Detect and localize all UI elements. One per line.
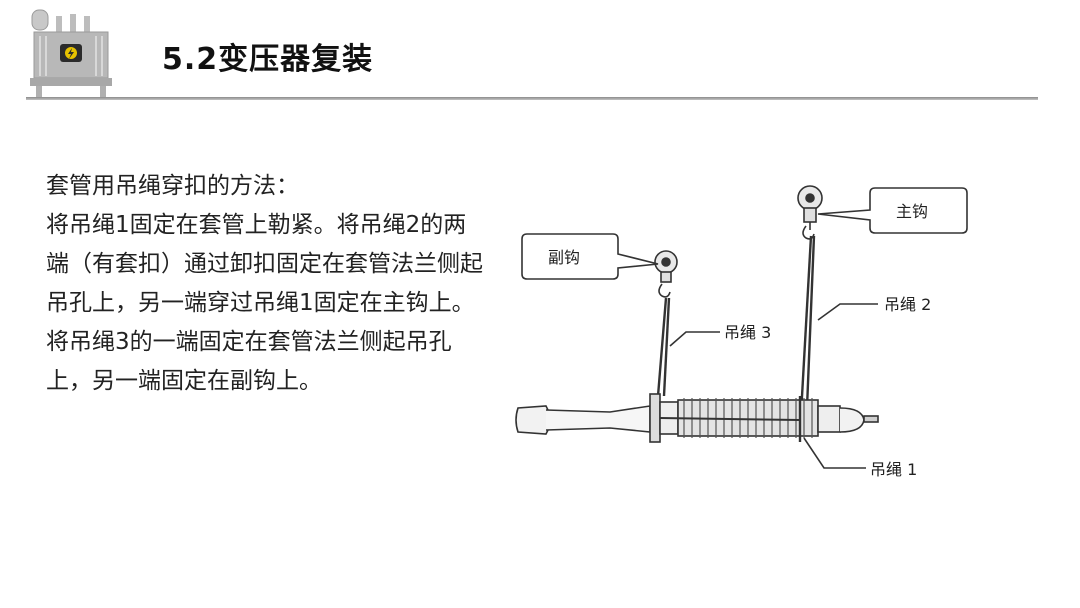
page-title: 5.2变压器复装 bbox=[162, 42, 374, 77]
aux-hook-label: 副钩 bbox=[548, 248, 580, 267]
main-hook-icon bbox=[797, 185, 823, 240]
sling-3 bbox=[656, 297, 671, 397]
bushing bbox=[515, 393, 879, 443]
sling-2-label: 吊绳 2 bbox=[884, 295, 931, 314]
instruction-paragraph: 将吊绳1固定在套管上勒紧。将吊绳2的两端（有套扣）通过卸扣固定在套管法兰侧起吊孔… bbox=[46, 212, 483, 394]
sling-3-label: 吊绳 3 bbox=[724, 323, 771, 342]
aux-hook-icon bbox=[654, 250, 678, 298]
main-hook-callout: 主钩 bbox=[817, 187, 968, 234]
instruction-text: 套管用吊绳穿扣的方法： 将吊绳1固定在套管上勒紧。将吊绳2的两端（有套扣）通过卸… bbox=[46, 167, 486, 401]
bushing-lifting-diagram: 主钩 副钩 bbox=[500, 170, 980, 494]
instruction-intro: 套管用吊绳穿扣的方法： bbox=[46, 173, 299, 199]
sling-3-leader: 吊绳 3 bbox=[669, 323, 771, 347]
sling-2-leader: 吊绳 2 bbox=[817, 295, 931, 321]
main-hook-label: 主钩 bbox=[896, 202, 928, 221]
sling-1-label: 吊绳 1 bbox=[870, 460, 917, 479]
aux-hook-callout: 副钩 bbox=[521, 233, 659, 280]
transformer-icon bbox=[26, 6, 116, 106]
sling-1-leader: 吊绳 1 bbox=[803, 437, 917, 479]
header-divider bbox=[26, 97, 1038, 100]
